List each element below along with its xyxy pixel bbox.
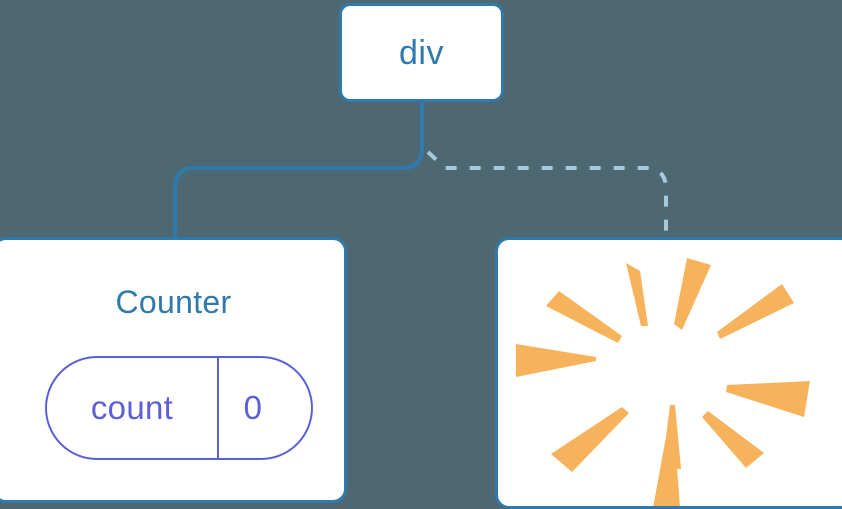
spinner-ray bbox=[717, 284, 794, 339]
node-counter-label: Counter bbox=[115, 284, 232, 320]
node-counter[interactable]: Counter count 0 bbox=[0, 237, 347, 503]
state-pill-key: count bbox=[47, 358, 219, 458]
spinner-ray bbox=[516, 344, 596, 377]
spinner-ray bbox=[546, 291, 622, 343]
state-pill-count[interactable]: count 0 bbox=[45, 356, 313, 460]
spinner-ray bbox=[726, 381, 810, 417]
edge-div-counter bbox=[173, 102, 424, 240]
node-spinner[interactable] bbox=[495, 237, 842, 509]
node-div[interactable]: div bbox=[339, 3, 504, 102]
edge-div-spinner bbox=[426, 150, 668, 240]
spinner-ray bbox=[653, 426, 680, 506]
spinner-burst-icon bbox=[516, 258, 810, 506]
spinner-ray bbox=[702, 411, 764, 468]
state-pill-value: 0 bbox=[243, 389, 263, 426]
spinner-ray bbox=[626, 263, 648, 326]
node-div-label: div bbox=[399, 33, 444, 72]
spinner-ray bbox=[551, 407, 629, 472]
spinner-ray bbox=[674, 258, 711, 330]
